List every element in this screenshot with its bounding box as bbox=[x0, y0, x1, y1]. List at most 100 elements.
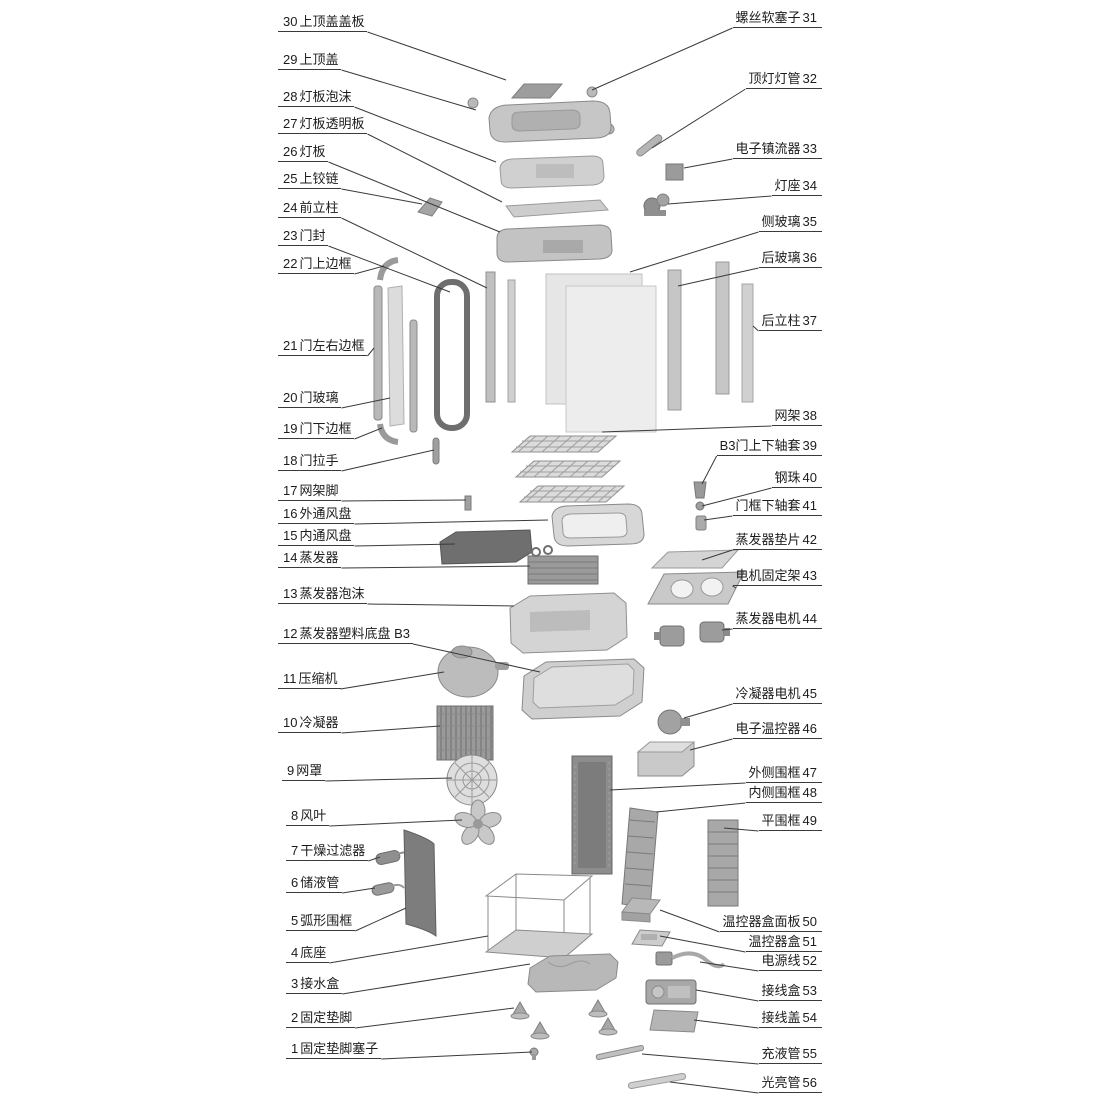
part-evaporator-gasket bbox=[650, 549, 740, 569]
part-door-glass bbox=[387, 285, 405, 427]
part-name: 门下边框 bbox=[299, 421, 352, 436]
part-door-top-frame bbox=[377, 257, 399, 281]
part-number: 36 bbox=[802, 250, 817, 265]
part-bright-tube bbox=[627, 1072, 687, 1090]
part-outer-vent-pan bbox=[551, 503, 645, 547]
leader-line bbox=[354, 106, 497, 163]
part-name: 后立柱 bbox=[761, 313, 801, 328]
leader-line bbox=[695, 989, 759, 1002]
part-name: 干燥过滤器 bbox=[300, 843, 366, 858]
part-number: 21 bbox=[283, 338, 298, 353]
leader-line bbox=[328, 245, 451, 293]
leader-line bbox=[328, 161, 501, 233]
part-liquid-filling-tube bbox=[595, 1044, 645, 1061]
part-name: 温控器盒面板 bbox=[722, 914, 801, 929]
part-number: 2 bbox=[291, 1010, 299, 1025]
leader-line bbox=[354, 427, 383, 440]
part-number: 31 bbox=[802, 10, 817, 25]
part-number: 9 bbox=[287, 763, 295, 778]
part-number: 20 bbox=[283, 390, 298, 405]
part-number: 11 bbox=[283, 671, 297, 686]
leader-line bbox=[342, 887, 376, 894]
part-number: 17 bbox=[283, 483, 298, 498]
part-name: 蒸发器泡沫 bbox=[299, 586, 365, 601]
part-electronic-thermostat bbox=[636, 741, 696, 777]
leader-line bbox=[651, 88, 746, 149]
part-number: 49 bbox=[802, 813, 817, 828]
part-steel-ball bbox=[695, 501, 705, 511]
part-door-handle bbox=[432, 437, 440, 465]
leader-line bbox=[591, 27, 733, 91]
part-number: 41 bbox=[802, 498, 817, 513]
part-name: 电机固定架 bbox=[735, 568, 801, 583]
part-number: 32 bbox=[802, 71, 817, 86]
part-fixed-foot bbox=[530, 1020, 550, 1040]
leader-line bbox=[341, 397, 391, 409]
part-front-pillar bbox=[485, 271, 496, 403]
part-name: 后玻璃 bbox=[761, 250, 801, 265]
leader-line bbox=[412, 643, 541, 673]
part-name: 蒸发器 bbox=[299, 550, 339, 565]
part-name: 外通风盘 bbox=[299, 506, 352, 521]
leader-line bbox=[689, 738, 733, 751]
part-screw-plug-icon bbox=[467, 97, 479, 109]
part-number: 4 bbox=[291, 945, 299, 960]
part-lamp-tube bbox=[636, 134, 663, 157]
leader-line bbox=[368, 856, 381, 862]
part-name: 侧玻璃 bbox=[761, 214, 801, 229]
leader-line bbox=[341, 725, 441, 734]
leader-line bbox=[355, 907, 407, 932]
part-number: 45 bbox=[802, 686, 817, 701]
part-name: 接线盖 bbox=[761, 1010, 801, 1025]
leader-line bbox=[721, 628, 733, 631]
part-name: 门拉手 bbox=[299, 453, 339, 468]
part-number: 37 bbox=[802, 313, 817, 328]
part-name: 钢珠 bbox=[774, 470, 801, 485]
part-number: 13 bbox=[283, 586, 298, 601]
part-name: 蒸发器垫片 bbox=[735, 532, 801, 547]
leader-line bbox=[341, 499, 467, 502]
part-name: 网罩 bbox=[296, 763, 323, 778]
part-back-pillar bbox=[715, 261, 730, 395]
part-name: 内侧围框 bbox=[748, 785, 801, 800]
leader-line bbox=[629, 231, 759, 273]
part-door-side-frame bbox=[373, 285, 383, 421]
part-number: 47 bbox=[802, 765, 817, 780]
part-number: 55 bbox=[802, 1046, 817, 1061]
part-door-side-frame bbox=[409, 319, 418, 433]
leader-line bbox=[752, 325, 759, 332]
part-number: 50 bbox=[802, 914, 817, 929]
leader-line bbox=[677, 267, 759, 287]
part-number: 48 bbox=[802, 785, 817, 800]
part-name: 电子镇流器 bbox=[735, 141, 801, 156]
part-liquid-tube bbox=[371, 882, 405, 896]
leader-line bbox=[355, 1007, 515, 1029]
part-number: 5 bbox=[291, 913, 299, 928]
part-lamp-board bbox=[496, 224, 613, 263]
part-outer-side-frame bbox=[571, 755, 613, 875]
part-name: 网架 bbox=[774, 408, 801, 423]
part-number: 43 bbox=[802, 568, 817, 583]
part-number: 53 bbox=[802, 983, 817, 998]
part-name: 灯座 bbox=[774, 178, 801, 193]
part-number: 52 bbox=[802, 953, 817, 968]
leader-line bbox=[354, 265, 385, 275]
part-door-bottom-frame bbox=[377, 423, 399, 445]
leader-line bbox=[341, 188, 423, 205]
leader-line bbox=[354, 519, 549, 525]
part-power-cord bbox=[655, 951, 726, 969]
